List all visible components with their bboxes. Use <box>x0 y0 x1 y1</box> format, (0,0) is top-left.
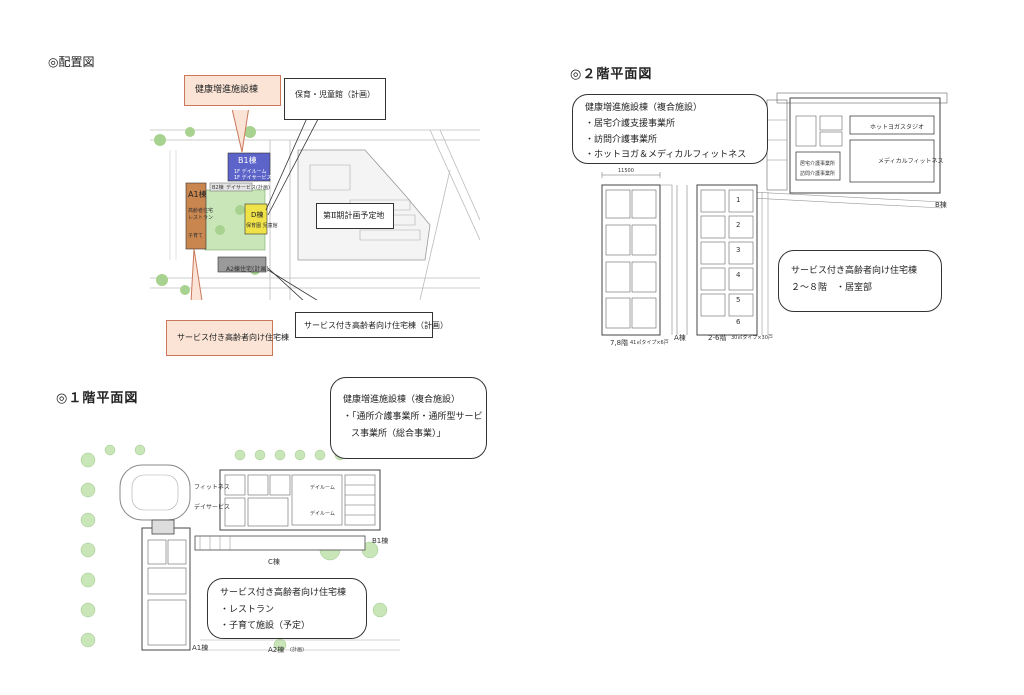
floor1-callout-housing-line: ・レストラン <box>220 604 275 615</box>
label-floor26: 2-6階 <box>708 334 727 342</box>
callout-sr-housing-text: サービス付き高齢者向け住宅棟 <box>177 333 289 342</box>
a1-label: A1棟 <box>188 190 207 199</box>
callout-sr-housing: サービス付き高齢者向け住宅棟 <box>166 320 289 356</box>
label-day-service: デイサービス <box>194 504 231 511</box>
site-plan-map <box>150 110 480 300</box>
room-office2: 訪問介護事業所 <box>800 171 836 177</box>
floor1-callout-housing-line: サービス付き高齢者向け住宅棟 <box>220 588 347 598</box>
label-fitness: フィットネス <box>194 484 230 491</box>
floor2-callout-housing: サービス付き高齢者向け住宅棟 ２～８階 ・居室部 <box>778 250 942 312</box>
floor1-callout-health-line: ス事業所（総合事業）」 <box>351 429 446 440</box>
a1-sub2-label: レストラン <box>188 215 214 221</box>
unit-number: 4 <box>736 271 741 279</box>
floor1-callout-health: 健康増進施設棟（複合施設） ・「通所介護事業所・通所型サービ ス事業所（総合事業… <box>330 377 487 459</box>
label-a-building: A棟 <box>674 334 686 342</box>
unit-number: 6 <box>736 318 741 326</box>
callout-childcare-text: 保育・児童館（計画） <box>295 90 375 99</box>
callout-childcare: 保育・児童館（計画） <box>284 78 386 120</box>
a1-sub3-label: 子育て <box>188 233 204 239</box>
label-b-building: B棟 <box>935 201 947 209</box>
label-b1: B1棟 <box>372 537 389 545</box>
room-fitness: メディカルフィットネス <box>878 158 944 165</box>
a2-label: A2棟 <box>226 266 240 273</box>
d-label: D棟 <box>251 211 264 219</box>
unit-number: 5 <box>736 296 741 304</box>
floor1-callout-housing-line: ・子育て施設（予定） <box>220 621 311 632</box>
floor1-callout-health-line: 健康増進施設棟（複合施設） <box>343 395 461 405</box>
a1-sub1-label: 高齢者住宅 <box>188 208 214 214</box>
callout-phase2: 第Ⅱ期計画予定地 <box>316 203 394 229</box>
floor1-callout-housing: サービス付き高齢者向け住宅棟 ・レストラン ・子育て施設（予定） <box>207 578 367 639</box>
label-dim-top: 11500 <box>618 168 634 174</box>
site-plan-heading: ◎配置図 <box>48 55 95 69</box>
room-office1: 居宅介護事業所 <box>800 161 836 167</box>
floor2-callout-health-line: ・居宅介護支援事業所 <box>585 118 676 129</box>
a2-sub-label: 住宅(計画) <box>240 266 269 273</box>
b1-sub1-label: 1F デイルーム <box>234 169 267 175</box>
d-sub-label: 保育園 児童館 <box>246 223 278 229</box>
room-yoga: ホットヨガスタジオ <box>870 124 925 131</box>
label-a1: A1棟 <box>192 644 209 652</box>
label-a2: A2棟 <box>268 646 285 654</box>
unit-number: 2 <box>736 221 741 229</box>
label-dayroom1: デイルーム <box>310 485 335 491</box>
floor2-plan <box>601 92 948 336</box>
label-a2-sub: (計画) <box>290 647 304 653</box>
unit-number: 1 <box>736 196 741 204</box>
floor1-plan <box>80 444 400 652</box>
b1-label: B1棟 <box>238 156 257 165</box>
floor2-callout-health-line: ・訪問介護事業所 <box>585 134 658 145</box>
callout-health-building-text: 健康増進施設棟 <box>195 85 259 95</box>
callout-phase2-text: 第Ⅱ期計画予定地 <box>323 211 385 220</box>
floor2-callout-health-line: 健康増進施設棟（複合施設） <box>585 103 703 113</box>
callout-health-building: 健康増進施設棟 <box>184 75 281 106</box>
callout-sr-housing-plan-text: サービス付き高齢者向け住宅棟（計画） <box>304 321 448 330</box>
b2-sub-label: デイサービス(計画) <box>226 185 270 191</box>
label-dayroom2: デイルーム <box>310 511 335 517</box>
floor2-callout-housing-line: ２～８階 ・居室部 <box>791 283 873 294</box>
label-floor78: 7,8階 <box>610 339 629 347</box>
label-c: C棟 <box>268 558 280 566</box>
b2-label: B2棟 <box>212 185 224 191</box>
unit-number: 3 <box>736 246 741 254</box>
label-floor26-sub: 30㎡タイプ×30戸 <box>731 335 773 341</box>
floor1-callout-health-line: ・「通所介護事業所・通所型サービ <box>343 412 483 423</box>
floor1-heading: ◎１階平面図 <box>56 391 139 406</box>
floor2-heading: ◎２階平面図 <box>570 67 653 82</box>
b1-sub2-label: 1F デイサービス <box>234 175 272 181</box>
floor2-callout-health: 健康増進施設棟（複合施設） ・居宅介護支援事業所 ・訪問介護事業所 ・ホットヨガ… <box>572 94 768 164</box>
callout-sr-housing-plan: サービス付き高齢者向け住宅棟（計画） <box>295 312 448 338</box>
floor2-callout-health-line: ・ホットヨガ＆メディカルフィットネス <box>585 150 747 161</box>
label-floor78-sub: 41㎡タイプ×6戸 <box>630 340 669 346</box>
floor2-callout-housing-line: サービス付き高齢者向け住宅棟 <box>791 266 918 276</box>
